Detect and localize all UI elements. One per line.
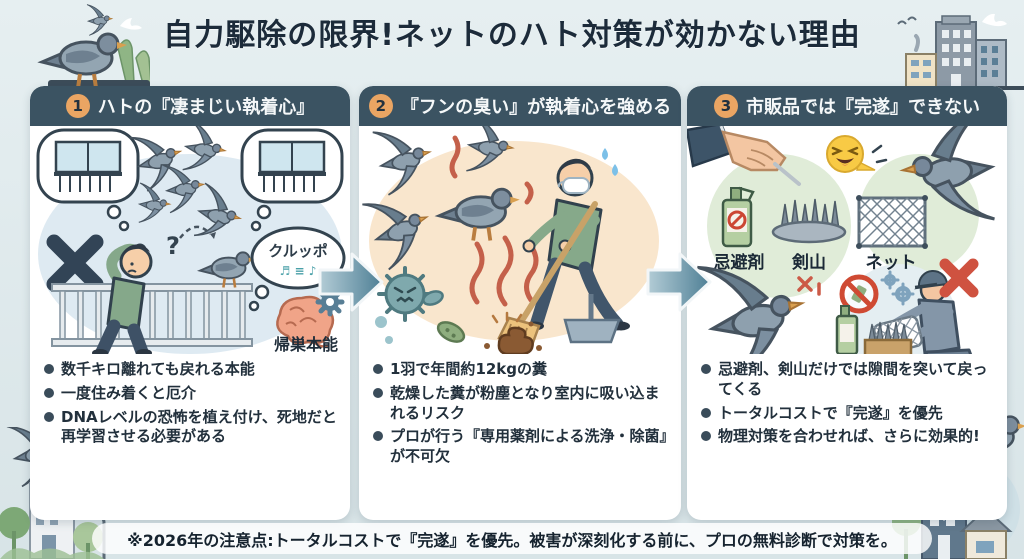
bullet: プロが行う『専用薬剤による洗浄・除菌』が不可欠 <box>373 427 671 467</box>
bullet: 忌避剤、剣山だけでは隙間を突いて戻ってくる <box>701 360 997 400</box>
small-red-marks <box>797 276 821 296</box>
panel-droppings-smell: 2 『フンの臭い』が執着心を強める <box>359 86 681 520</box>
question-mark: ? <box>166 232 180 260</box>
panel3-bullets: 忌避剤、剣山だけでは隙間を突いて戻ってくる トータルコストで『完遂』を優先 物理… <box>687 360 1007 447</box>
thought-bubble-balcony-right <box>240 128 344 232</box>
footer-note-strip: ※2026年の注意点:トータルコストで『完遂』を優先。被害が深刻化する前に、プロ… <box>92 523 932 554</box>
panel3-illustration: 忌避剤 剣山 ネット <box>687 126 1004 354</box>
arrow-right-icon <box>318 252 384 312</box>
bullet: 数千キロ離れても戻れる本能 <box>44 360 340 380</box>
panel3-heading: 市販品では『完遂』できない <box>746 97 980 118</box>
coo-speech-bubble: クルッポ ♬ ≡ ♪ <box>248 226 346 312</box>
bullet: 一度住み着くと厄介 <box>44 384 340 404</box>
virus-icon <box>377 266 433 322</box>
gear-icons <box>880 270 915 306</box>
sweat-drops <box>602 148 618 176</box>
spray-bottle-small <box>835 305 859 354</box>
panel1-illustration: ? クルッポ ♬ ≡ ♪ <box>36 126 346 354</box>
railing <box>51 283 253 347</box>
coo-text: クルッポ <box>268 242 328 260</box>
panel2-header: 2 『フンの臭い』が執着心を強める <box>359 86 681 126</box>
bacteria-icon <box>436 321 466 343</box>
panel1-heading: ハトの『凄まじい執着心』 <box>97 97 315 118</box>
bullet: トータルコストで『完遂』を優先 <box>701 404 997 424</box>
page-title: 自力駆除の限界!ネットのハト対策が効かない理由 <box>163 18 861 53</box>
homing-instinct-label: 帰巣本能 <box>274 335 338 354</box>
thought-bubble-balcony-left <box>36 128 140 232</box>
bacteria-icon <box>422 290 444 306</box>
repellent-label: 忌避剤 <box>714 252 765 273</box>
brain-homing-instinct <box>276 287 345 348</box>
panel2-bullets: 1羽で年間約12kgの糞 乾燥した糞が粉塵となり室内に吸い込まれるリスク プロが… <box>359 360 681 467</box>
bullet: 乾燥した糞が粉塵となり室内に吸い込まれるリスク <box>373 384 671 424</box>
panel-pigeon-attachment: 1 ハトの『凄まじい執着心』 <box>30 86 350 520</box>
red-x-mark <box>939 258 979 298</box>
net-icon <box>856 195 928 249</box>
droppings <box>484 311 542 354</box>
troubled-man <box>92 243 153 354</box>
panel-store-products-insufficient: 3 市販品では『完遂』できない <box>687 86 1007 520</box>
bird-spikes-icon <box>771 198 847 244</box>
decor-top-left-pigeon-scene <box>40 4 150 92</box>
prohibition-sign-icon <box>839 274 879 314</box>
panel2-number-badge: 2 <box>368 94 393 118</box>
footer-note: ※2026年の注意点:トータルコストで『完遂』を優先。被害が深刻化する前に、プロ… <box>127 530 897 550</box>
bullet: 物理対策を合わせれば、さらに効果的! <box>701 427 997 447</box>
spikes-label: 剣山 <box>791 252 826 273</box>
panel1-bullets: 数千キロ離れても戻れる本能 一度住み着くと厄介 DNAレベルの恐怖を植え付け、死… <box>30 360 350 447</box>
panel3-number-badge: 3 <box>714 94 738 118</box>
panel2-heading: 『フンの臭い』が執着心を強める <box>400 97 672 118</box>
spike-crate <box>863 321 913 354</box>
music-notes-icon: ♬ ≡ ♪ <box>280 264 317 278</box>
x-mark <box>46 234 104 292</box>
bullet: DNAレベルの恐怖を植え付け、死地だと再学習させる必要がある <box>44 408 340 448</box>
decor-top-right-buildings <box>897 13 1024 90</box>
hand-placing-product <box>687 126 801 186</box>
dustpan <box>563 294 621 344</box>
panel1-number-badge: 1 <box>65 94 90 118</box>
panel1-header: 1 ハトの『凄まじい執着心』 <box>30 86 350 126</box>
panel2-illustration <box>361 126 659 354</box>
laughing-emoji-icon <box>826 135 876 173</box>
smell-lines <box>449 135 539 307</box>
bullet: 1羽で年間約12kgの糞 <box>373 360 671 380</box>
net-label: ネット <box>866 253 917 273</box>
gear-icon <box>315 287 345 317</box>
arrow-right-icon <box>646 252 712 312</box>
repellent-spray-icon <box>721 186 755 248</box>
panel3-header: 3 市販品では『完遂』できない <box>687 86 1007 126</box>
